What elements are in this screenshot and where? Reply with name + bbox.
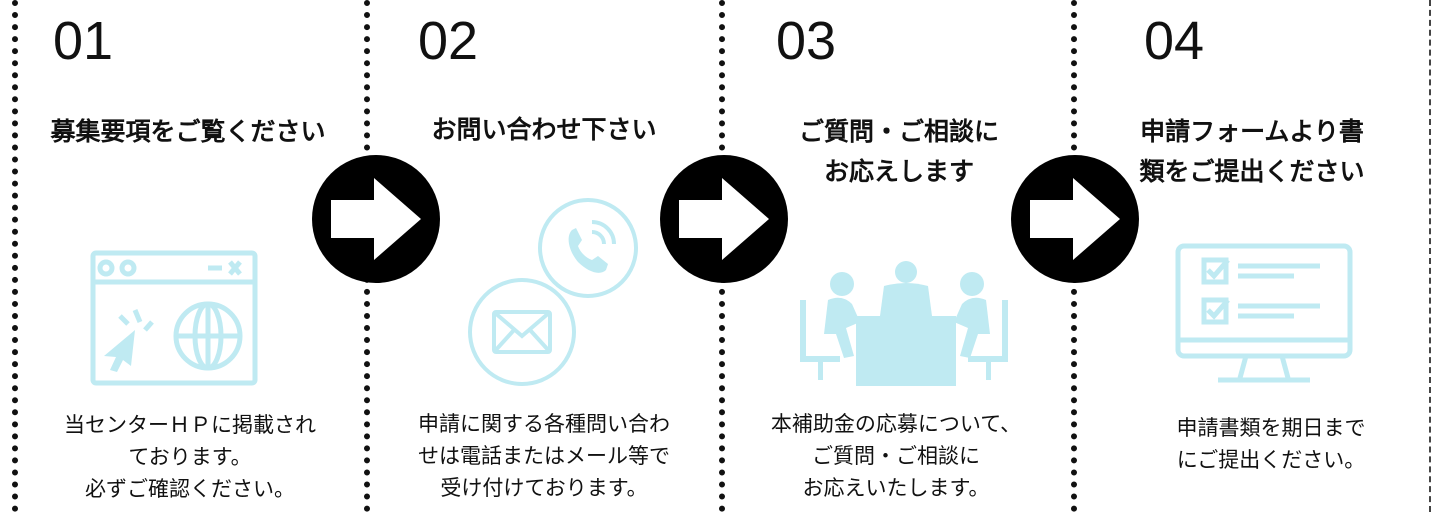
step-title: ご質問・ご相談に お応えします: [798, 117, 999, 186]
step-divider: [1429, 0, 1431, 512]
step-description: 本補助金の応募について、 ご質問・ご相談に お応えいたします。: [770, 412, 1022, 500]
step-1: 01 募集要項をご覧ください 当センター: [0, 0, 360, 512]
step-description: 当センターＨＰに掲載され ております。 必ずご確認ください。: [64, 413, 316, 501]
step-2: 02 お問い合わせ下さい 申請に関する各種問い合わ せは電話またはメール等で 受…: [368, 0, 720, 512]
step-3: 03 ご質問・ご相談に お応えします: [722, 0, 1074, 512]
step-description: 申請に関する各種問い合わ せは電話またはメール等で 受け付けております。: [418, 412, 670, 500]
step-4: 04 申請フォームより書 類をご提出ください 申請書類を期日まで: [1076, 0, 1428, 512]
next-arrow-icon: [660, 155, 788, 283]
step-number: 03: [776, 11, 837, 71]
next-arrow-icon: [1011, 155, 1139, 283]
step-title: お問い合わせ下さい: [431, 115, 657, 144]
step-number: 02: [418, 11, 479, 71]
step-divider: [12, 0, 18, 512]
step-title: 申請フォームより書 類をご提出ください: [1139, 117, 1365, 186]
step-description: 申請書類を期日まで にご提出ください。: [1176, 416, 1366, 472]
website-browser-icon: [90, 250, 258, 390]
step-title: 募集要項をご覧ください: [50, 117, 326, 146]
meeting-consultation-icon: [796, 260, 1012, 390]
step-number: 04: [1144, 11, 1205, 71]
next-arrow-icon: [312, 155, 440, 283]
online-form-monitor-icon: [1174, 242, 1354, 390]
step-number: 01: [53, 11, 114, 71]
phone-and-mail-icon: [468, 196, 648, 394]
